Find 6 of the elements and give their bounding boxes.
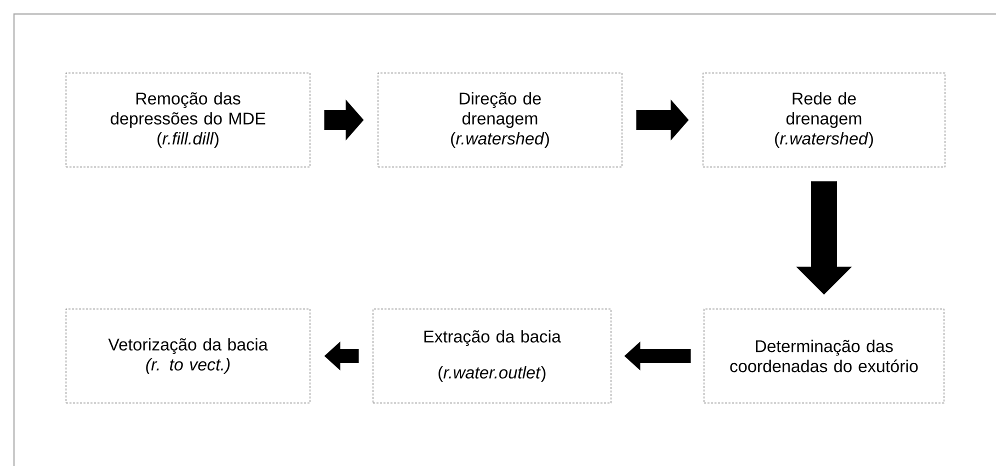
process-box: Direção de drenagem (r.watershed) [378,72,622,168]
process-box: Remoção das depressões do MDE (r.fill.dill) [66,72,310,168]
process-box: Determinação das coordenadas do exutório [704,308,944,404]
process-box: Rede de drenagem (r.watershed) [702,72,946,168]
process-box: Extração da bacia (r.water.outlet) [372,308,612,404]
process-box: Vetorização da bacia (r. to vect.) [66,308,310,404]
